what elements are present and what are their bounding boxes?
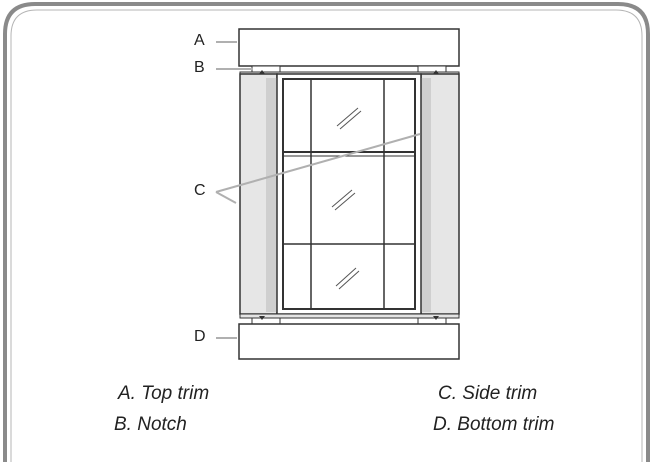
left-side-trim — [239, 73, 278, 315]
leader-lines — [215, 41, 421, 339]
sill-casing — [239, 313, 460, 319]
notch-top-right — [417, 65, 447, 73]
callout-b: B — [194, 59, 205, 76]
bottom-trim-board — [238, 323, 460, 360]
outer-frame-inner-edge — [10, 9, 643, 462]
right-side-trim — [420, 73, 460, 315]
glass-reflections — [331, 107, 362, 290]
legend-side-trim: C. Side trim — [438, 383, 538, 404]
legend-notch: B. Notch — [114, 414, 187, 435]
callout-c: C — [194, 182, 206, 199]
legend-top-trim: A. Top trim — [118, 383, 210, 404]
notch-bottom-right — [417, 317, 447, 325]
callout-a: A — [194, 32, 205, 49]
notch-bottom-left — [251, 317, 281, 325]
legend-bottom-trim: D. Bottom trim — [433, 414, 555, 435]
notch-arrows — [259, 70, 439, 320]
window-sash — [276, 73, 422, 315]
top-trim-board — [238, 28, 460, 67]
notch-top-left — [251, 65, 281, 73]
callout-d: D — [194, 328, 206, 345]
